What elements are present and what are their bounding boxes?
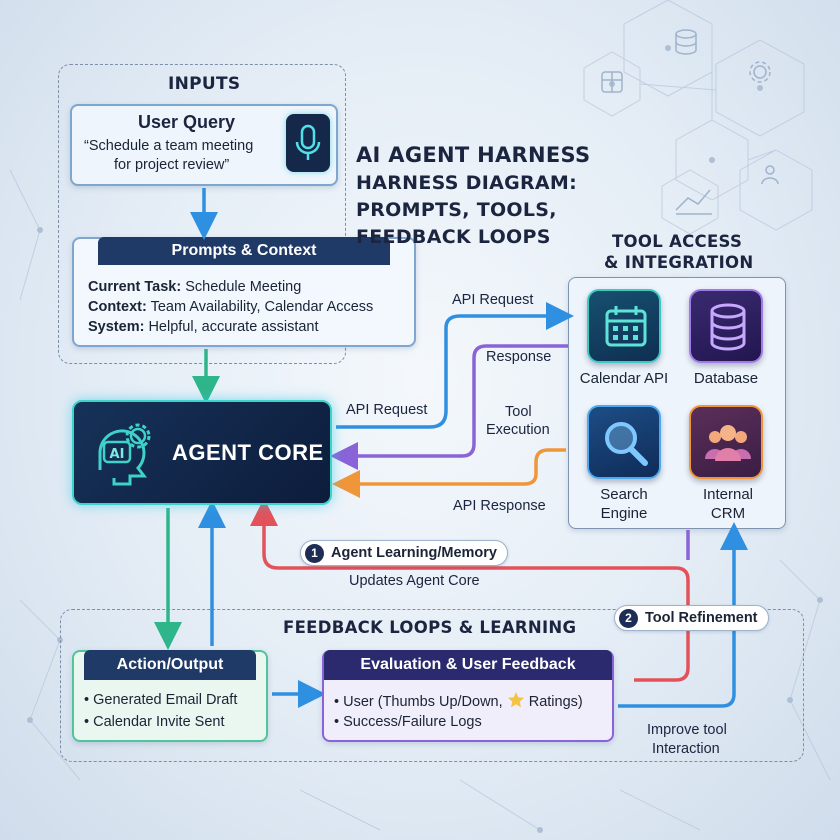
tools-title-line1: TOOL ACCESS — [612, 232, 743, 251]
internal-crm-label-line2: CRM — [710, 505, 746, 522]
action-output-card: Action/Output • Generated Email Draft • … — [72, 650, 268, 742]
badge-tool-refinement-label: Tool Refinement — [645, 610, 758, 626]
action-item-email: • Generated Email Draft — [84, 692, 238, 708]
decor-chart-icon — [675, 189, 712, 215]
user-query-text-line2: for project review” — [114, 157, 230, 173]
star-icon — [507, 692, 524, 708]
evaluation-feedback-card: Evaluation & User Feedback • User (Thumb… — [322, 650, 614, 742]
prompt-row-system: System: Helpful, accurate assistant — [88, 319, 319, 335]
svg-text:AI: AI — [110, 447, 125, 462]
search-engine-tool[interactable] — [587, 405, 661, 479]
user-query-text-line1: “Schedule a team meeting — [84, 138, 254, 154]
label-response: Response — [486, 349, 552, 365]
ai-head-gear-icon: AI — [98, 423, 151, 486]
label-improve-line1: Improve tool — [647, 722, 727, 738]
search-engine-label-line2: Engine — [600, 505, 648, 522]
badge-agent-learning-label: Agent Learning/Memory — [331, 545, 497, 561]
inputs-title: INPUTS — [168, 74, 241, 94]
internal-crm-tool[interactable] — [689, 405, 763, 479]
evaluation-item-user: • User (Thumbs Up/Down, Ratings) — [334, 692, 583, 710]
badge-tool-refinement: 2 Tool Refinement — [614, 605, 769, 631]
agent-core-label: AGENT CORE — [172, 440, 324, 465]
decor-gear-icon — [749, 61, 771, 83]
database-label: Database — [693, 370, 759, 387]
user-query-title: User Query — [138, 112, 236, 132]
label-tool-execution-line2: Execution — [486, 422, 550, 438]
label-tool-execution-line1: Tool — [505, 404, 532, 420]
label-api-request-mid: API Request — [346, 402, 428, 418]
microphone-icon — [286, 114, 330, 172]
action-item-invite: • Calendar Invite Sent — [84, 714, 225, 730]
diagram-title-line2: HARNESS DIAGRAM: — [356, 172, 578, 194]
agent-core[interactable]: AI AGENT CORE — [72, 400, 332, 505]
prompts-context-card: Prompts & Context Current Task: Schedule… — [72, 237, 416, 347]
label-improve-line2: Interaction — [652, 741, 720, 757]
inputs-container — [58, 64, 346, 364]
diagram-title-line3: PROMPTS, TOOLS, — [356, 199, 557, 221]
decor-grid-icon — [601, 71, 623, 93]
prompt-row-context: Context: Team Availability, Calendar Acc… — [88, 299, 374, 315]
badge-agent-learning: 1 Agent Learning/Memory — [300, 540, 508, 566]
prompts-context-header: Prompts & Context — [98, 237, 390, 265]
label-api-request-top: API Request — [452, 292, 534, 308]
feedback-title: FEEDBACK LOOPS & LEARNING — [283, 618, 577, 637]
calendar-icon — [605, 306, 647, 347]
label-updates-agent-core: Updates Agent Core — [349, 573, 480, 589]
internal-crm-label-line1: Internal — [702, 486, 754, 503]
search-engine-label-line1: Search — [600, 486, 648, 503]
calendar-api-tool[interactable] — [587, 289, 661, 363]
action-output-header: Action/Output — [84, 650, 256, 680]
user-query-card: User Query “Schedule a team meeting for … — [70, 104, 338, 186]
decor-people-icon — [761, 165, 779, 185]
people-icon — [705, 425, 751, 461]
database-tool[interactable] — [689, 289, 763, 363]
evaluation-item-logs: • Success/Failure Logs — [334, 714, 482, 730]
prompt-row-current-task: Current Task: Schedule Meeting — [88, 279, 302, 295]
database-icon — [710, 303, 746, 351]
label-api-response: API Response — [453, 498, 546, 514]
diagram-title-line1: AI AGENT HARNESS — [356, 143, 591, 167]
magnifier-icon — [605, 422, 648, 466]
evaluation-feedback-header: Evaluation & User Feedback — [324, 650, 612, 680]
calendar-api-label: Calendar API — [579, 370, 669, 387]
badge-number-1: 1 — [305, 543, 324, 563]
decor-database-icon — [675, 29, 697, 55]
tools-title-line2: & INTEGRATION — [604, 253, 754, 272]
badge-number-2: 2 — [619, 608, 638, 628]
diagram-title-line4: FEEDBACK LOOPS — [356, 226, 551, 248]
